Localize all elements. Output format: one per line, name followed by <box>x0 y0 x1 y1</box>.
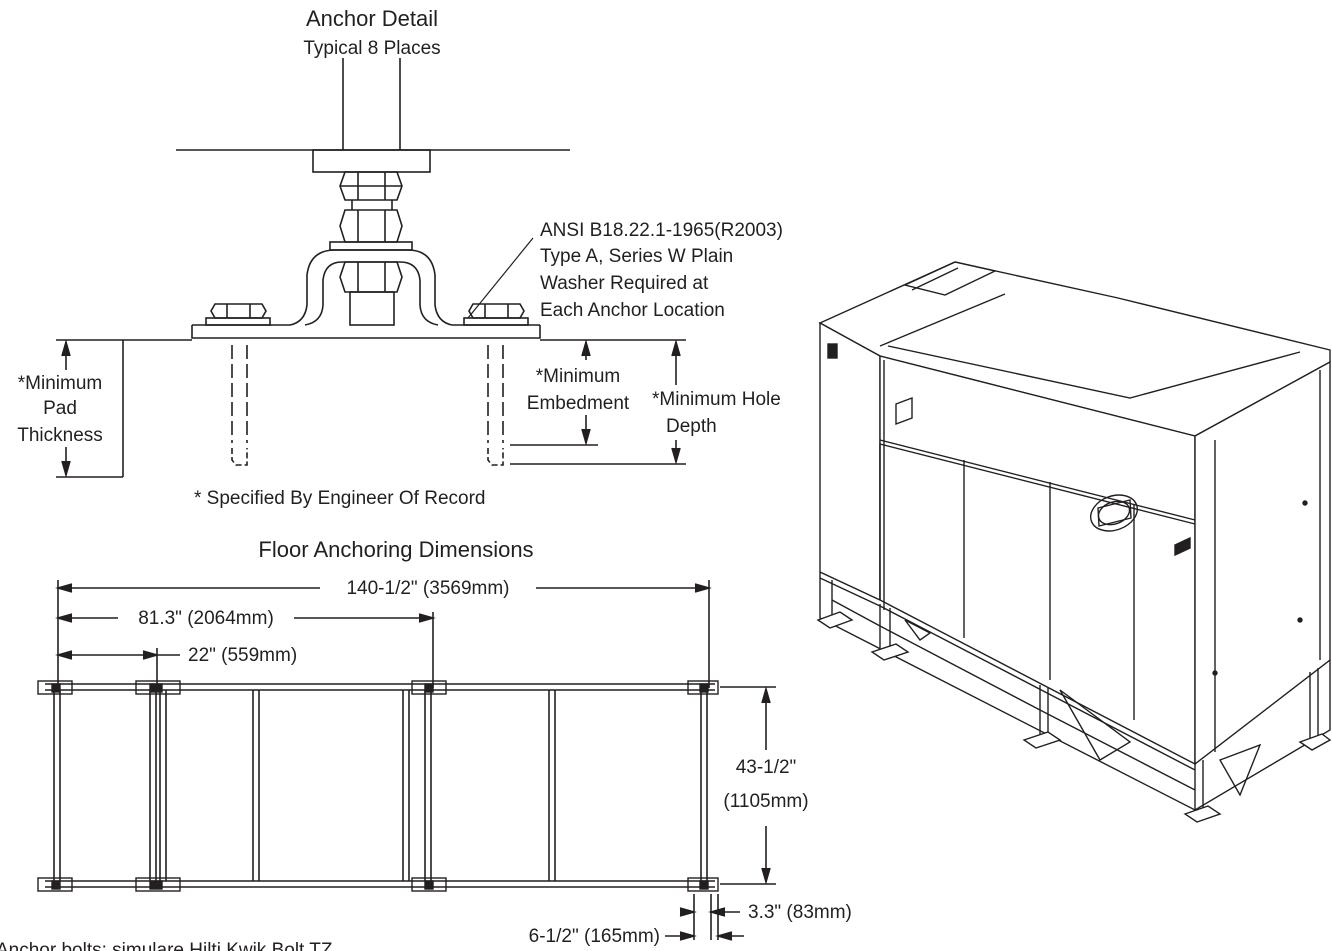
dim-short-label: 22" (559mm) <box>188 645 297 666</box>
floor-plan-frame <box>37 580 776 941</box>
specified-note: * Specified By Engineer Of Record <box>194 488 486 509</box>
washer-note-line-3: Washer Required at <box>540 273 709 294</box>
dim-depth-mm-label: (1105mm) <box>723 791 808 812</box>
min-hole-line-1: *Minimum Hole <box>652 389 781 410</box>
bottom-note: Anchor bolts: simulare Hilti Kwik Bolt T… <box>0 940 333 951</box>
min-pad-line-1: *Minimum <box>18 373 102 394</box>
min-hole-line-2: Depth <box>666 416 717 437</box>
washer-note-line-4: Each Anchor Location <box>540 300 725 321</box>
anchor-detail-subtitle: Typical 8 Places <box>303 38 440 59</box>
dim-overall-label: 140-1/2" (3569mm) <box>346 578 509 599</box>
unit-isometric-view <box>816 261 1332 823</box>
min-pad-line-3: Thickness <box>17 425 103 446</box>
min-embed-line-1: *Minimum <box>536 366 620 387</box>
washer-note-line-2: Type A, Series W Plain <box>540 246 733 267</box>
anchor-detail <box>56 58 686 478</box>
dim-depth-in-label: 43-1/2" <box>736 757 797 778</box>
dim-mid-label: 81.3" (2064mm) <box>138 608 274 629</box>
anchor-detail-title: Anchor Detail <box>306 6 438 31</box>
dim-foot-width-label: 3.3" (83mm) <box>748 902 852 923</box>
labels: Anchor Detail Typical 8 Places ANSI B18.… <box>0 6 852 951</box>
washer-note-line-1: ANSI B18.22.1-1965(R2003) <box>540 220 783 241</box>
min-pad-line-2: Pad <box>43 398 77 419</box>
floor-plan-title: Floor Anchoring Dimensions <box>258 537 533 562</box>
dim-foot-offset-label: 6-1/2" (165mm) <box>529 926 660 947</box>
min-embed-line-2: Embedment <box>527 393 630 414</box>
